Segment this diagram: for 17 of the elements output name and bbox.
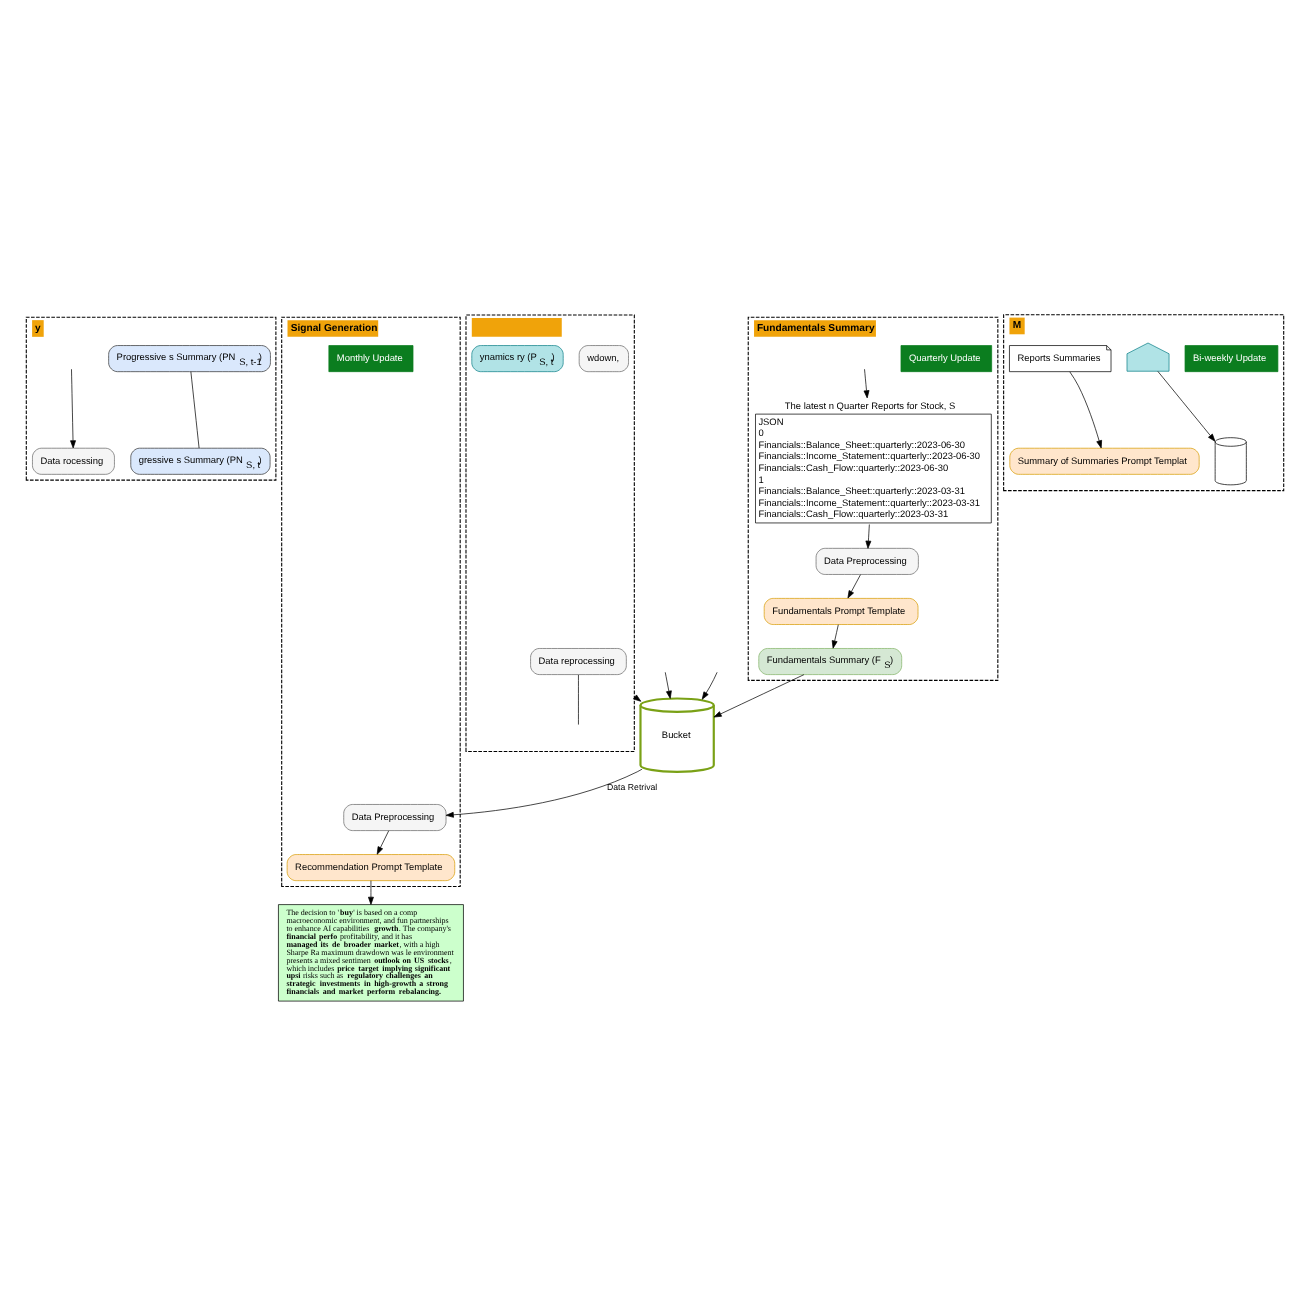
arrow — [368, 880, 374, 905]
arrow — [865, 524, 872, 549]
node-picture — [1126, 342, 1170, 372]
arrow — [1157, 370, 1216, 442]
arrow — [847, 574, 861, 599]
arrow — [863, 368, 870, 399]
arrow — [1069, 371, 1102, 449]
arrow — [713, 674, 805, 718]
arrow — [701, 671, 718, 700]
connector — [578, 674, 579, 725]
arrow — [831, 624, 839, 649]
arrow — [376, 830, 390, 855]
arrow — [664, 671, 672, 699]
connector — [190, 371, 200, 449]
arrow — [445, 768, 643, 818]
arrow — [70, 368, 76, 449]
arrow — [633, 694, 642, 702]
